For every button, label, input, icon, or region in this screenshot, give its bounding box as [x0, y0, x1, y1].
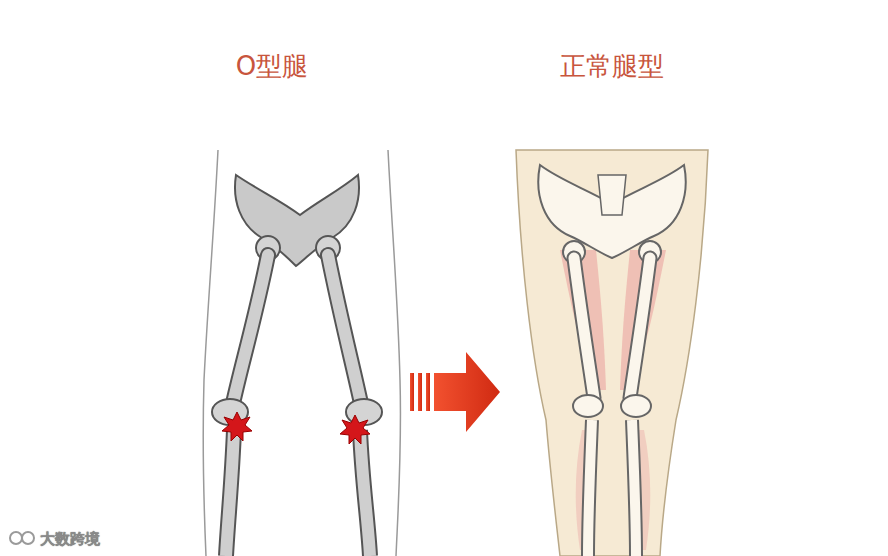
direction-arrow	[410, 352, 500, 432]
figure-title: O型腿	[236, 49, 308, 84]
o-leg-figure	[203, 150, 400, 556]
normal-leg-figure	[516, 150, 708, 556]
watermark-logo	[10, 532, 34, 544]
figure-title: 正常腿型	[560, 49, 664, 84]
watermark: 大数跨境	[40, 530, 100, 549]
